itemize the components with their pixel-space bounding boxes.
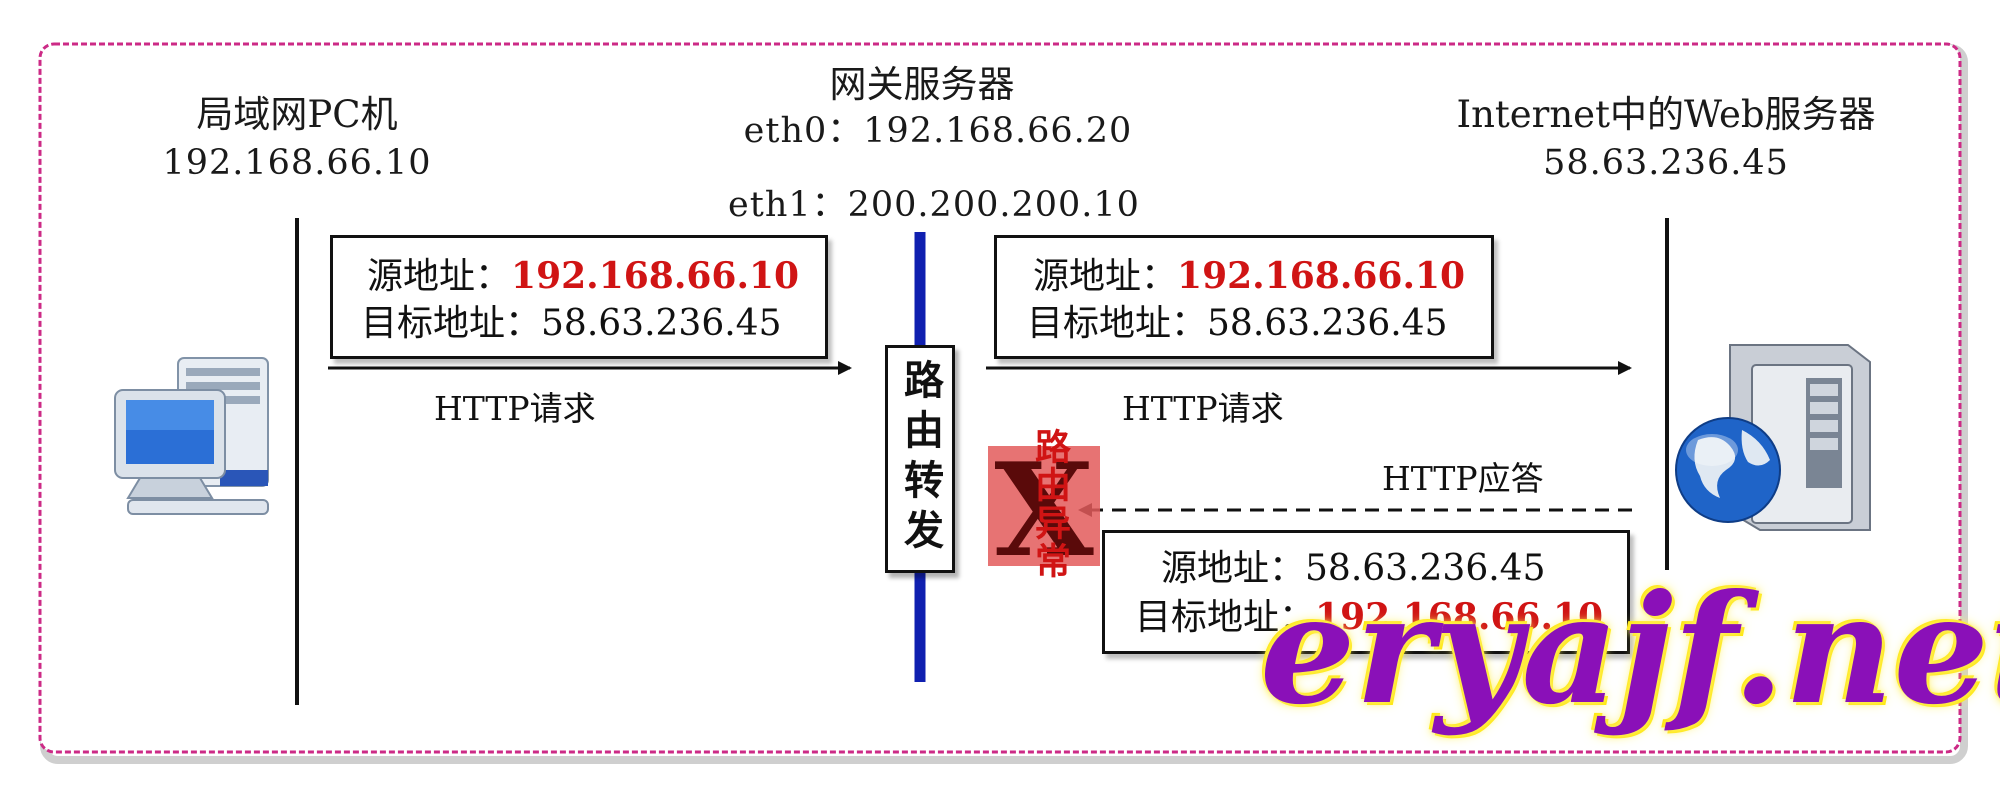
error-mark: X (994, 436, 1094, 586)
dst-address: 192.168.66.10 (1315, 596, 1604, 638)
response-label: HTTP应答 (1382, 459, 1544, 498)
gateway-title: 网关服务器 (829, 63, 1015, 106)
watermark-text: eryajf.net (1260, 562, 2000, 738)
pc-ip: 192.168.66.10 (162, 143, 432, 183)
web-ip: 58.63.236.45 (1543, 143, 1789, 183)
dst-label: 目标地址： (1135, 597, 1316, 638)
right-request-dst-row: 目标地址：58.63.236.45 (1027, 306, 1447, 342)
web-server-icon (1675, 344, 1871, 531)
dst-address: 58.63.236.45 (541, 303, 782, 344)
left-request-label: HTTP请求 (434, 389, 596, 428)
src-label: 源地址： (1033, 256, 1178, 297)
gateway-eth0: eth0：192.168.66.20 (743, 111, 1133, 151)
dst-label: 目标地址： (1027, 303, 1208, 344)
src-address: 192.168.66.10 (1177, 255, 1466, 297)
left-request-packet: 源地址：192.168.66.10 目标地址：58.63.236.45 (330, 235, 828, 359)
route-error-icon: X (988, 436, 1100, 586)
pc-title: 局域网PC机 (196, 93, 398, 136)
web-title: Internet中的Web服务器 (1456, 93, 1876, 136)
right-request-src-row: 源地址：192.168.66.10 (1033, 258, 1465, 295)
response-dst-row: 目标地址：192.168.66.10 (1135, 599, 1603, 636)
right-request-label: HTTP请求 (1122, 389, 1284, 428)
gateway-eth1: eth1：200.200.200.10 (728, 185, 1140, 225)
left-request-src-row: 源地址：192.168.66.10 (367, 258, 799, 295)
right-request-packet: 源地址：192.168.66.10 目标地址：58.63.236.45 (994, 235, 1494, 359)
computer-icon (114, 357, 269, 515)
response-src-row: 源地址：58.63.236.45 (1161, 551, 1545, 587)
dst-address: 58.63.236.45 (1207, 303, 1448, 344)
src-address: 58.63.236.45 (1305, 548, 1546, 589)
dst-label: 目标地址： (361, 303, 542, 344)
src-address: 192.168.66.10 (511, 255, 800, 297)
src-label: 源地址： (1161, 548, 1306, 589)
response-packet: 源地址：58.63.236.45 目标地址：192.168.66.10 (1102, 530, 1630, 654)
router-forwarding-box: 路由转发 (885, 345, 955, 573)
router-label: 路由转发 (897, 359, 944, 559)
left-request-dst-row: 目标地址：58.63.236.45 (361, 306, 781, 342)
route-error-label: 路由异常 (1029, 428, 1071, 580)
src-label: 源地址： (367, 256, 512, 297)
